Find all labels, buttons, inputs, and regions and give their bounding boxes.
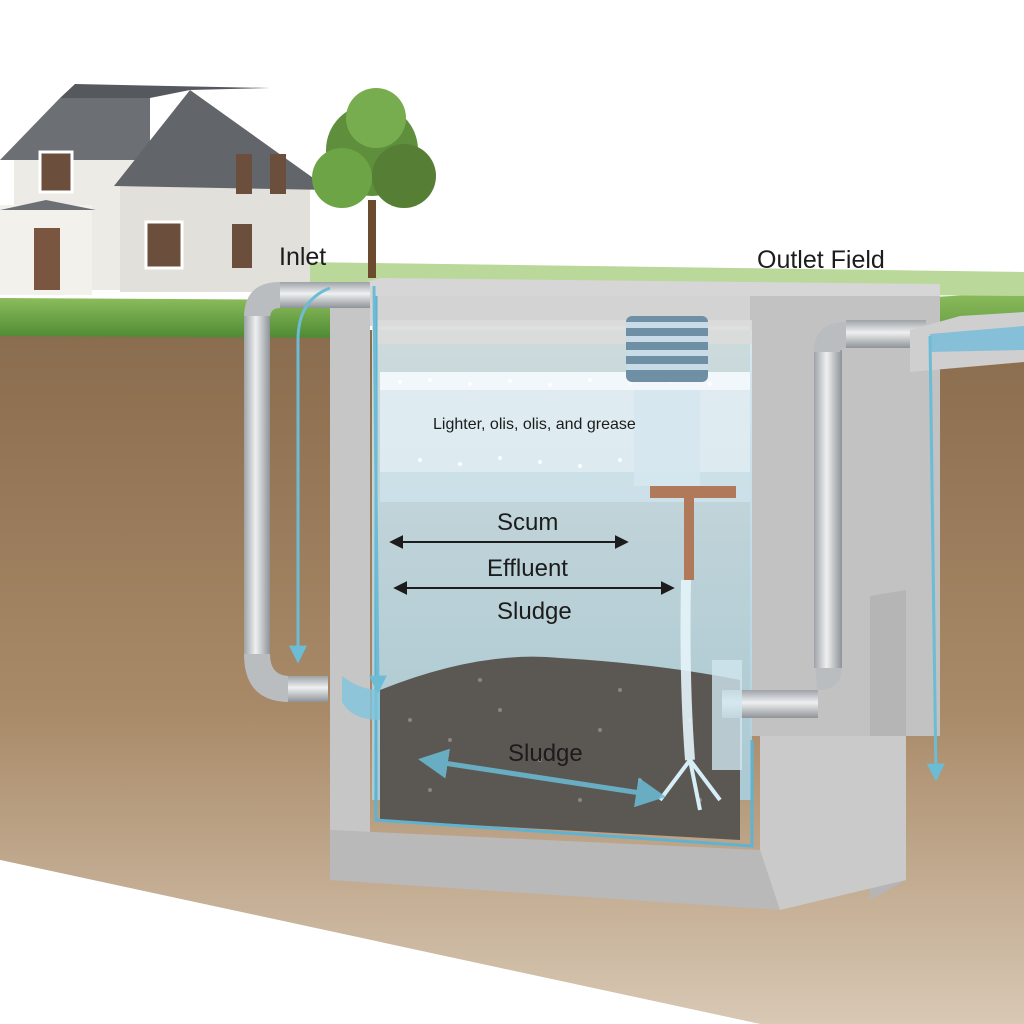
tree-icon bbox=[312, 88, 436, 278]
effluent-label: Effluent bbox=[487, 555, 568, 582]
soil-fade bbox=[0, 860, 760, 1024]
inlet-label: Inlet bbox=[279, 243, 326, 271]
concrete-tank bbox=[330, 278, 940, 910]
outlet-label: Outlet Field bbox=[757, 246, 885, 274]
flow-arrows bbox=[289, 285, 945, 808]
scum-label: Scum bbox=[497, 509, 558, 536]
layer-arrows bbox=[389, 535, 675, 595]
sludge-mid-label: Sludge bbox=[497, 598, 572, 625]
distribution-box bbox=[910, 312, 1024, 372]
outlet-pipe bbox=[712, 320, 926, 770]
vent-cap-icon bbox=[626, 316, 708, 486]
outlet-baffle bbox=[650, 486, 736, 580]
house-icon bbox=[0, 84, 330, 295]
sludge-bottom-label: Sludge bbox=[508, 740, 583, 767]
oils-label: Lighter, olis, olis, and grease bbox=[433, 416, 636, 433]
inlet-pipe bbox=[244, 282, 380, 720]
